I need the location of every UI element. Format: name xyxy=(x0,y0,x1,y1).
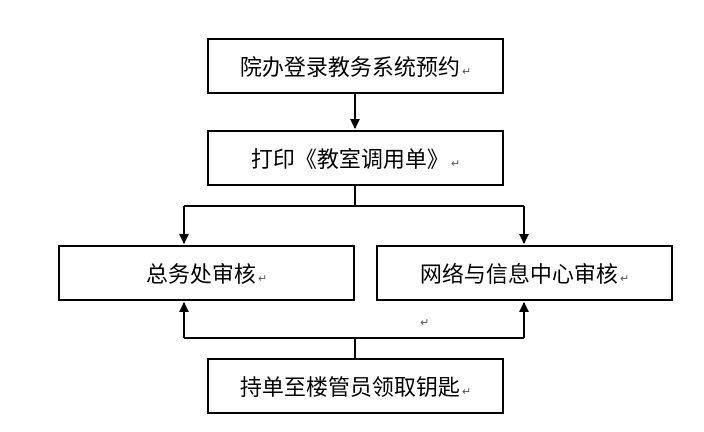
paragraph-mark-icon: ↵ xyxy=(619,271,630,285)
node-print-form-label: 打印《教室调用单》 xyxy=(250,148,449,173)
node-general-affairs-review: 总务处审核↵ xyxy=(58,245,355,301)
node-general-affairs-review-label: 总务处审核 xyxy=(145,263,256,288)
paragraph-mark-icon: ↵ xyxy=(257,271,268,285)
node-network-center-review-label: 网络与信息中心审核 xyxy=(419,263,618,288)
node-print-form: 打印《教室调用单》↵ xyxy=(207,130,504,186)
node-collect-key: 持单至楼管员领取钥匙↵ xyxy=(207,358,504,414)
node-collect-key-label: 持单至楼管员领取钥匙 xyxy=(239,376,460,401)
paragraph-mark-icon: ↵ xyxy=(450,156,461,170)
paragraph-mark-icon: ↵ xyxy=(461,384,472,398)
paragraph-mark-icon: ↵ xyxy=(461,64,472,78)
node-booking-label: 院办登录教务系统预约 xyxy=(239,56,460,81)
node-network-center-review: 网络与信息中心审核↵ xyxy=(376,245,673,301)
stray-paragraph-mark-icon: ↵ xyxy=(420,316,430,329)
node-booking: 院办登录教务系统预约↵ xyxy=(207,38,504,94)
